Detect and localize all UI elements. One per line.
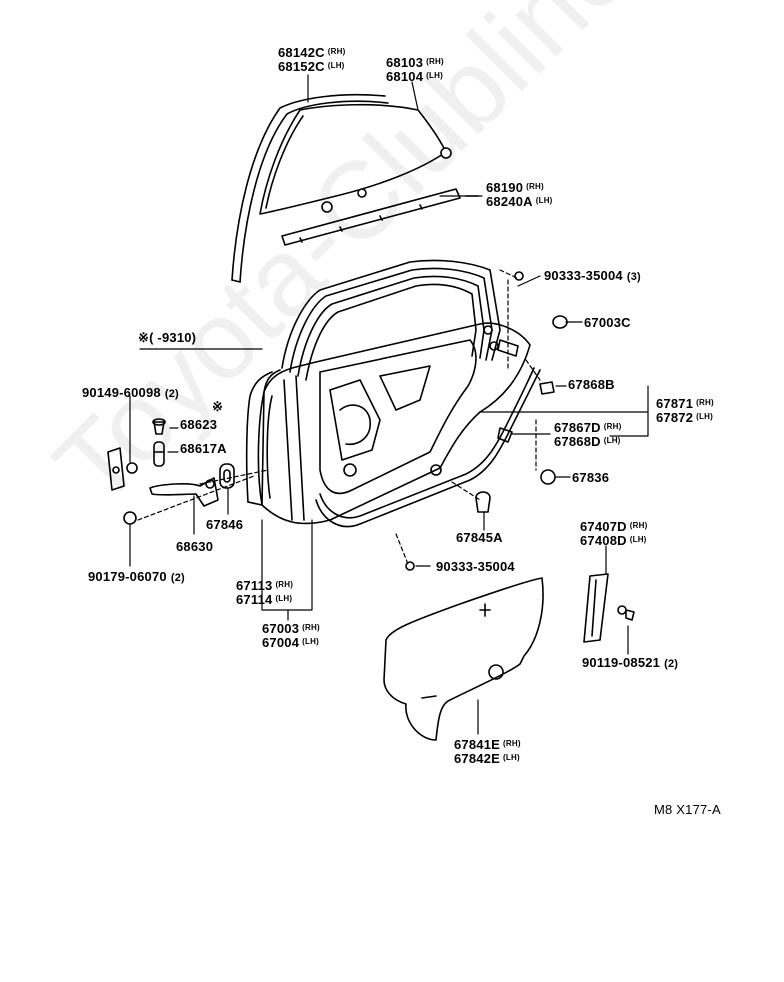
part-67872: 67872 [656, 410, 694, 425]
label-67867d: 67867D(RH) [554, 420, 621, 435]
door-shell [245, 259, 541, 528]
glass-run-channel [231, 93, 389, 283]
lh-tag: (LH) [426, 71, 443, 80]
part-67867d: 67867D [554, 420, 601, 435]
part-67407d: 67407D [580, 519, 627, 534]
part-67845a: 67845A [456, 530, 503, 545]
asterisk-mark: ※ [212, 399, 224, 414]
label-90149: 90149-60098(2) [82, 386, 179, 401]
label-67845a: 67845A [456, 531, 503, 545]
rh-tag: (RH) [603, 422, 622, 431]
rh-tag: (RH) [426, 57, 444, 66]
belt-weatherstrip [281, 188, 479, 246]
lh-tag: (LH) [696, 412, 713, 421]
door-glass [259, 103, 452, 215]
part-68190: 68190 [486, 180, 524, 195]
service-hole-cover [383, 577, 544, 741]
lh-tag: (LH) [327, 61, 345, 70]
label-67407d: 67407D(RH) [580, 519, 647, 534]
part-90333-35004: 90333-35004 [436, 559, 515, 574]
rh-tag: (RH) [275, 580, 294, 589]
label-68103: 68103(RH) [386, 55, 444, 70]
part-68623: 68623 [180, 417, 218, 432]
label-68630: 68630 [176, 540, 213, 554]
label-68623: 68623 [180, 418, 217, 432]
rh-tag: (RH) [503, 739, 521, 748]
leader-lines [129, 74, 649, 735]
part-67841e: 67841E [454, 737, 501, 752]
part-68103: 68103 [386, 55, 424, 70]
label-67872: 67872(LH) [656, 410, 713, 425]
part-67408d: 67408D [580, 533, 627, 548]
qty: (3) [626, 271, 641, 283]
part-67868d: 67868D [554, 434, 601, 449]
small-parts [152, 418, 235, 489]
rh-tag: (RH) [629, 521, 648, 530]
part-67842e: 67842E [454, 751, 501, 766]
label-67868d: 67868D(LH) [554, 434, 621, 449]
rh-tag: (RH) [327, 47, 346, 56]
part-68142c: 68142C [278, 45, 325, 60]
lh-tag: (LH) [629, 535, 647, 544]
rh-tag: (RH) [302, 623, 320, 632]
label-67003: 67003(RH) [262, 621, 320, 636]
door-check-assembly [107, 447, 219, 525]
label-90119: 90119-08521(2) [582, 656, 678, 671]
part-67836: 67836 [572, 470, 610, 485]
label-68142c: 68142C(RH) [278, 45, 345, 60]
label-67871: 67871(RH) [656, 396, 714, 411]
part-68240a: 68240A [486, 194, 533, 209]
part-67003: 67003 [262, 621, 300, 636]
rh-tag: (RH) [526, 182, 544, 191]
label-68104: 68104(LH) [386, 69, 443, 84]
label-67114: 67114(LH) [236, 592, 292, 607]
date-note: ※( -9310) [138, 330, 197, 345]
label-68152c: 68152C(LH) [278, 59, 345, 74]
label-67841e: 67841E(RH) [454, 737, 521, 752]
part-67113: 67113 [236, 578, 273, 593]
label-67113: 67113(RH) [236, 578, 293, 593]
part-67871: 67871 [656, 396, 694, 411]
label-67003c: 67003C [584, 316, 631, 330]
label-67846: 67846 [206, 518, 243, 532]
rh-tag: (RH) [696, 398, 714, 407]
label-67004: 67004(LH) [262, 635, 319, 650]
label-67868b: 67868B [568, 378, 615, 392]
lh-tag: (LH) [503, 753, 520, 762]
part-90179-06070: 90179-06070 [88, 569, 167, 584]
part-67114: 67114 [236, 592, 273, 607]
part-67003c: 67003C [584, 315, 631, 330]
part-68152c: 68152C [278, 59, 325, 74]
qty: (2) [164, 388, 179, 400]
qty: (2) [170, 572, 185, 584]
lh-tag: (LH) [535, 196, 553, 205]
lh-tag: (LH) [302, 637, 319, 646]
label-68190: 68190(RH) [486, 180, 544, 195]
label-68617a: 68617A [180, 442, 227, 456]
qty: (2) [664, 658, 679, 670]
fasteners [405, 271, 568, 571]
part-68630: 68630 [176, 539, 214, 554]
lh-tag: (LH) [603, 436, 621, 445]
label-68240a: 68240A(LH) [486, 194, 553, 209]
label-67842e: 67842E(LH) [454, 751, 520, 766]
label-90179: 90179-06070(2) [88, 570, 185, 585]
label-67836: 67836 [572, 471, 609, 485]
part-68104: 68104 [386, 69, 424, 84]
figure-code: M8 X177-A [654, 802, 721, 817]
part-67868b: 67868B [568, 377, 615, 392]
part-67846: 67846 [206, 517, 244, 532]
label-90333-top: 90333-35004(3) [544, 269, 641, 284]
part-90333-35004: 90333-35004 [544, 268, 623, 283]
part-90119-08521: 90119-08521 [582, 655, 661, 670]
label-90333-bottom: 90333-35004 [436, 560, 515, 574]
part-67004: 67004 [262, 635, 300, 650]
label-67408d: 67408D(LH) [580, 533, 647, 548]
part-90149-60098: 90149-60098 [82, 385, 161, 400]
part-68617a: 68617A [180, 441, 227, 456]
lh-tag: (LH) [275, 594, 293, 603]
door-moulding [583, 573, 635, 643]
